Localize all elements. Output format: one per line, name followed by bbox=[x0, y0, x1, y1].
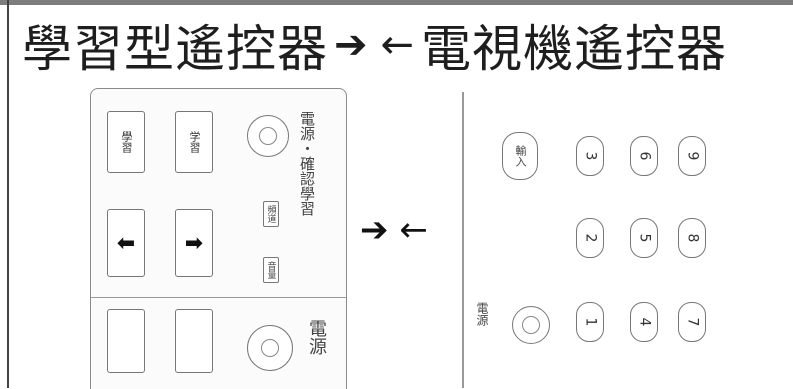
left-arrow-button[interactable]: ⬅ bbox=[107, 209, 145, 277]
top-border bbox=[0, 0, 793, 5]
title-learning-remote: 學習型遙控器 bbox=[22, 20, 328, 78]
power-key-label: 電源 bbox=[475, 302, 489, 326]
num-key-7-label: 7 bbox=[683, 317, 700, 327]
num-key-6-label: 6 bbox=[635, 151, 652, 161]
num-key-9-label: 9 bbox=[683, 151, 700, 161]
left-border bbox=[7, 0, 9, 388]
blank-key-1[interactable] bbox=[107, 309, 145, 373]
small-key-channel[interactable]: 頻道 bbox=[263, 201, 279, 227]
input-key[interactable]: 輸入 bbox=[502, 132, 538, 180]
num-key-4[interactable]: 4 bbox=[630, 302, 658, 342]
bottom-power-button[interactable] bbox=[247, 325, 293, 371]
title-arrow-right-icon: ➔ bbox=[334, 22, 369, 68]
learn-key-1[interactable]: 學習 bbox=[107, 111, 145, 173]
num-key-5[interactable]: 5 bbox=[630, 218, 658, 258]
num-key-4-label: 4 bbox=[635, 317, 652, 327]
blank-key-2[interactable] bbox=[175, 309, 213, 373]
small-key-volume[interactable]: 音量 bbox=[263, 257, 279, 283]
power-icon bbox=[261, 339, 279, 357]
signal-arrows: ➔ ← bbox=[360, 210, 428, 250]
num-key-7[interactable]: 7 bbox=[678, 302, 706, 342]
title-tv-remote: 電視機遙控器 bbox=[421, 20, 728, 78]
power-confirm-label: 電源・確認學習 bbox=[298, 111, 316, 216]
learn-key-1-label: 學習 bbox=[120, 131, 133, 153]
power-icon bbox=[522, 316, 540, 334]
page-title: 學習型遙控器 ➔ ← 電視機遙控器 bbox=[22, 10, 792, 80]
mid-arrow-right-icon: ➔ bbox=[360, 210, 389, 250]
power-icon bbox=[259, 127, 277, 145]
num-key-5-label: 5 bbox=[635, 233, 652, 243]
right-arrow-icon: ➡ bbox=[184, 230, 204, 256]
bottom-power-label: 電源 bbox=[306, 319, 327, 355]
num-key-2[interactable]: 2 bbox=[576, 218, 604, 258]
input-key-label: 輸入 bbox=[514, 145, 527, 167]
num-key-6[interactable]: 6 bbox=[630, 136, 658, 176]
num-key-3-label: 3 bbox=[581, 151, 598, 161]
num-key-8-label: 8 bbox=[683, 233, 700, 243]
num-key-1[interactable]: 1 bbox=[576, 302, 604, 342]
tv-power-button[interactable] bbox=[512, 306, 550, 344]
num-key-2-label: 2 bbox=[581, 233, 598, 243]
num-key-3[interactable]: 3 bbox=[576, 136, 604, 176]
mid-arrow-left-icon: ← bbox=[399, 210, 428, 250]
learning-remote: 學習 学習 電源・確認學習 ⬅ ➡ 頻道 音量 電源 bbox=[90, 88, 347, 389]
title-arrow-left-icon: ← bbox=[380, 22, 416, 68]
power-confirm-button[interactable] bbox=[247, 115, 289, 157]
learn-key-2-label: 学習 bbox=[188, 131, 201, 153]
learning-remote-panel: 學習 学習 電源・確認學習 ⬅ ➡ 頻道 音量 bbox=[91, 89, 346, 298]
num-key-9[interactable]: 9 bbox=[678, 136, 706, 176]
learn-key-2[interactable]: 学習 bbox=[175, 111, 213, 173]
tv-remote: 輸入 3 6 9 2 5 8 電源 1 4 7 bbox=[462, 92, 724, 388]
left-arrow-icon: ⬅ bbox=[116, 230, 136, 256]
right-arrow-button[interactable]: ➡ bbox=[175, 209, 213, 277]
num-key-1-label: 1 bbox=[581, 317, 598, 327]
num-key-8[interactable]: 8 bbox=[678, 218, 706, 258]
